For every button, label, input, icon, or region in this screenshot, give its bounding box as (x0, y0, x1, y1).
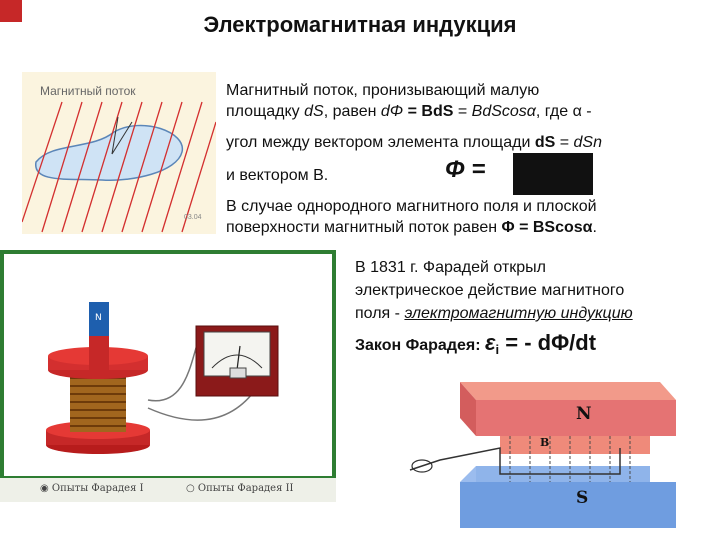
flux-line-3: угол между вектором элемента площади dS … (226, 132, 602, 153)
flux-ds: dS (304, 103, 324, 120)
integral-formula-image (513, 153, 593, 195)
flux-eq-2: = (453, 103, 472, 120)
flux-line-4: и вектором B. (226, 167, 329, 184)
faraday-law-sub: i (495, 342, 500, 358)
flux-bds: BdS (421, 103, 454, 120)
faraday-line-3: поля - электромагнитную индукцию (355, 303, 633, 324)
radio-faraday-2[interactable]: ○ Опыты Фарадея II (186, 483, 294, 494)
flux-figure-label: Магнитный поток (40, 84, 136, 98)
flux-dphi: dΦ (380, 103, 404, 120)
flux-line-2-post: , где α - (535, 103, 592, 120)
title-accent (0, 0, 22, 22)
flux-line-2-pre: площадку (226, 103, 305, 120)
north-pole-label: N (576, 404, 592, 424)
flux-line-1: Магнитный поток, пронизывающий малую (226, 82, 540, 99)
flux-line-6-post: . (592, 219, 597, 236)
faraday-law: Закон Фарадея: εi = - dΦ/dt (355, 330, 596, 357)
faraday-law-formula: = - dΦ/dt (499, 330, 597, 355)
radio-faraday-1-label: Опыты Фарадея I (51, 483, 144, 494)
flux-bdscos: BdScosα (471, 103, 536, 120)
field-b-label: B (540, 436, 550, 449)
flux-line-2-mid: , равен (323, 103, 381, 120)
flux-line-3-eq: = (555, 134, 574, 151)
flux-uniform-formula: Φ = BScosα (501, 219, 593, 236)
south-pole-label: S (576, 488, 589, 508)
faraday-law-eps: ε (485, 330, 496, 355)
flux-line-6: поверхности магнитный поток равен Φ = BS… (226, 217, 597, 238)
flux-eq: = (403, 103, 422, 120)
faraday-line-1: В 1831 г. Фарадей открыл (355, 259, 547, 276)
faraday-law-label: Закон Фарадея: (355, 337, 485, 354)
page-title: Электромагнитная индукция (203, 12, 517, 37)
flux-line-2: площадку dS, равен dΦ = BdS = BdScosα, г… (226, 101, 592, 122)
flux-line-5: В случае однородного магнитного поля и п… (226, 198, 597, 215)
flux-figure-code: 03.04 (184, 214, 202, 221)
flux-line-3-pre: угол между вектором элемента площади (226, 134, 535, 151)
radio-faraday-1[interactable]: ◉ Опыты Фарадея I (40, 483, 144, 494)
radio-faraday-2-label: Опыты Фарадея II (197, 483, 294, 494)
faraday-line-2: электрическое действие магнитного (355, 282, 625, 299)
faraday-experiment-figure: N ◉ Опыты Фарадея I ○ Опыты Фарадея II (0, 250, 336, 502)
flux-line-6-pre: поверхности магнитный поток равен (226, 219, 502, 236)
faraday-line-3-pre: поля - (355, 305, 405, 322)
svg-text:N: N (95, 313, 102, 323)
flux-dsn: dSn (573, 134, 602, 151)
flux-ds-bold: dS (534, 134, 556, 151)
flux-figure: Магнитный поток 03.04 (22, 72, 216, 234)
phi-equals: Φ = (445, 156, 486, 183)
magnet-figure: N B S (400, 370, 690, 540)
induction-link[interactable]: электромагнитную индукцию (404, 305, 633, 322)
